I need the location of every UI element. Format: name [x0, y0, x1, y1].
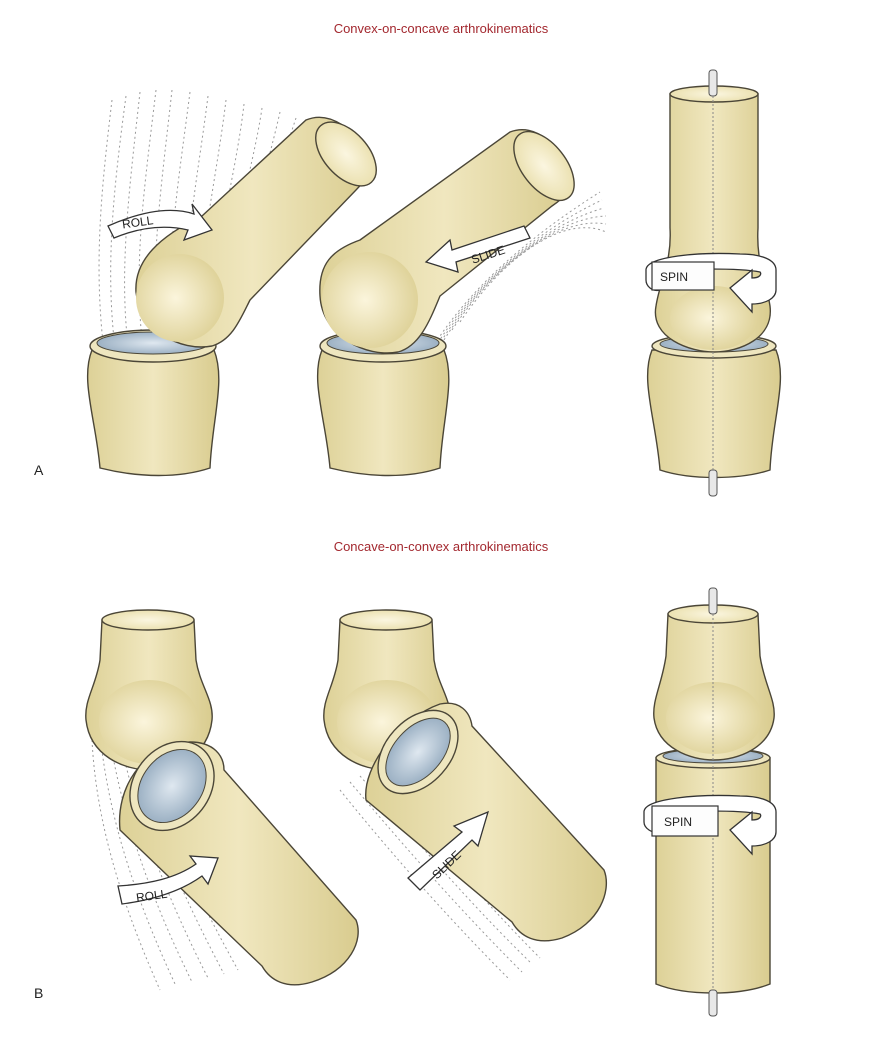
- motion-trail-lines: [419, 191, 607, 371]
- spin-label: SPIN: [664, 815, 692, 829]
- panel-b-roll-joint: ROLL: [85, 609, 359, 991]
- spin-arrow: [645, 252, 777, 314]
- panel-b-letter: B: [34, 985, 44, 1001]
- roll-label: ROLL: [121, 213, 154, 231]
- convex-moving-bone: [135, 116, 377, 348]
- concave-socket-bone: [86, 329, 220, 477]
- convex-moving-bone: [319, 129, 575, 354]
- roll-label: ROLL: [135, 887, 168, 905]
- panel-a-heading: Convex-on-concave arthrokinematics: [333, 21, 549, 36]
- concave-moving-bone: [118, 740, 359, 986]
- roll-arrow: [107, 203, 214, 242]
- roll-arrow: [117, 855, 219, 905]
- slide-arrow: [407, 810, 490, 891]
- panel-a-roll-joint: ROLL: [86, 89, 377, 477]
- panel-a-letter: A: [34, 462, 44, 478]
- spin-arrow: [643, 794, 777, 856]
- panel-b-slide-joint: SLIDE: [323, 609, 608, 981]
- panel-b-spin-joint: SPIN: [643, 587, 777, 1017]
- panel-a-spin-joint: SPIN: [645, 69, 782, 497]
- panel-a-slide-joint: SLIDE: [316, 129, 607, 477]
- concave-moving-bone: [365, 702, 608, 942]
- slide-arrow: [424, 225, 531, 273]
- spin-axis: [708, 69, 718, 497]
- panel-b-heading: Concave-on-convex arthrokinematics: [333, 539, 549, 554]
- convex-fixed-bone: [653, 604, 775, 761]
- spin-label: SPIN: [660, 270, 688, 284]
- concave-socket-bone: [646, 333, 782, 479]
